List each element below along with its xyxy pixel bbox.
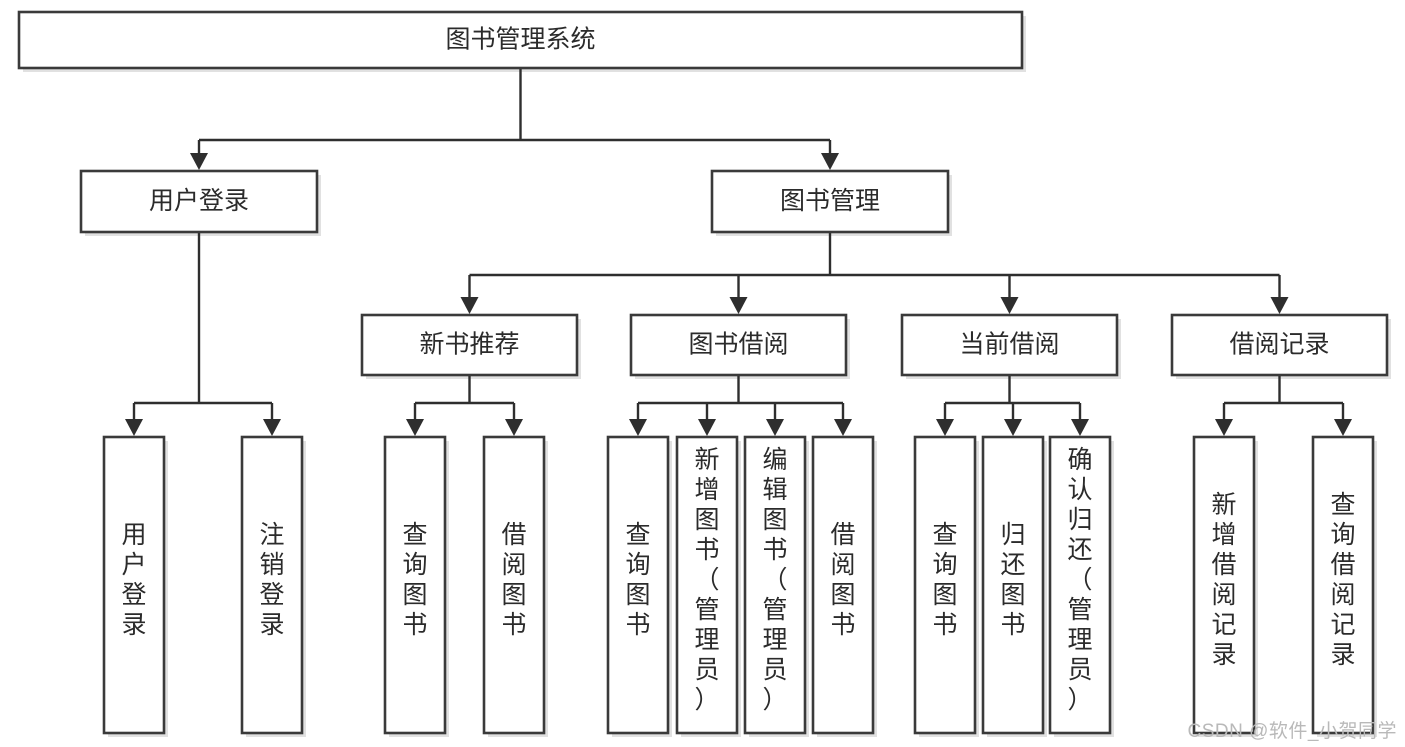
node-box[interactable]: [710, 169, 950, 234]
node-box[interactable]: [102, 435, 166, 735]
node-leaf-query-borrow-record[interactable]: 查询借阅记录: [1311, 435, 1375, 735]
arrow-head-icon: [406, 419, 424, 436]
node-box[interactable]: [1170, 313, 1389, 377]
node-label: 图书管理: [780, 187, 880, 215]
node-leaf-confirm-return[interactable]: 确认归还（管理员）: [1048, 435, 1112, 735]
node-leaf-query-book-3[interactable]: 查询图书: [913, 435, 977, 735]
node-leaf-add-borrow-record[interactable]: 新增借阅记录: [1192, 435, 1256, 735]
node-label: 查询借阅记录: [1330, 491, 1355, 669]
node-leaf-edit-book[interactable]: 编辑图书（管理员）: [743, 435, 807, 735]
node-label: 确认归还（管理员）: [1067, 446, 1092, 714]
node-user-login[interactable]: 用户登录: [79, 169, 319, 234]
node-label: 用户登录: [149, 187, 249, 215]
arrow-head-icon: [263, 419, 281, 436]
node-label: 用户登录: [121, 521, 146, 639]
arrow-head-icon: [729, 297, 748, 314]
node-box[interactable]: [17, 10, 1024, 70]
arrow-head-icon: [936, 419, 954, 436]
node-root[interactable]: 图书管理系统: [17, 10, 1024, 70]
arrow-head-icon: [1000, 297, 1019, 314]
arrow-head-icon: [629, 419, 647, 436]
node-book-borrow[interactable]: 图书借阅: [629, 313, 848, 377]
arrow-head-icon: [505, 419, 523, 436]
node-box[interactable]: [981, 435, 1045, 735]
node-box[interactable]: [811, 435, 875, 735]
arrow-head-icon: [834, 419, 852, 436]
node-label: 图书管理系统: [445, 26, 595, 54]
node-leaf-logout[interactable]: 注销登录: [240, 435, 304, 735]
node-label: 新书推荐: [419, 331, 519, 359]
node-new-book-recommend[interactable]: 新书推荐: [360, 313, 579, 377]
node-layer: 图书管理系统用户登录图书管理新书推荐图书借阅当前借阅借阅记录用户登录注销登录查询…: [17, 10, 1389, 735]
node-leaf-return-book[interactable]: 归还图书: [981, 435, 1045, 735]
arrow-head-icon: [1004, 419, 1022, 436]
node-box[interactable]: [79, 169, 319, 234]
node-leaf-add-book[interactable]: 新增图书（管理员）: [675, 435, 739, 735]
connector-layer: [125, 68, 1352, 436]
node-leaf-query-book-1[interactable]: 查询图书: [383, 435, 447, 735]
node-box[interactable]: [743, 435, 807, 735]
node-box[interactable]: [482, 435, 546, 735]
node-label: 注销登录: [259, 521, 284, 639]
node-leaf-borrow-book-2[interactable]: 借阅图书: [811, 435, 875, 735]
node-leaf-user-login[interactable]: 用户登录: [102, 435, 166, 735]
node-box[interactable]: [606, 435, 670, 735]
node-label: 归还图书: [1000, 521, 1025, 639]
node-box[interactable]: [629, 313, 848, 377]
arrow-head-icon: [698, 419, 716, 436]
node-label: 新增借阅记录: [1211, 491, 1236, 669]
node-borrow-record[interactable]: 借阅记录: [1170, 313, 1389, 377]
node-label: 借阅图书: [501, 521, 526, 639]
node-box[interactable]: [240, 435, 304, 735]
node-label: 编辑图书（管理员）: [762, 446, 787, 714]
arrow-head-icon: [460, 297, 479, 314]
node-label: 当前借阅: [959, 331, 1059, 359]
arrow-head-icon: [190, 153, 208, 170]
node-leaf-borrow-book-1[interactable]: 借阅图书: [482, 435, 546, 735]
node-label: 新增图书（管理员）: [694, 446, 719, 714]
node-leaf-query-book-2[interactable]: 查询图书: [606, 435, 670, 735]
node-box[interactable]: [383, 435, 447, 735]
arrow-head-icon: [1334, 419, 1352, 436]
arrow-head-icon: [1071, 419, 1089, 436]
arrow-head-icon: [821, 153, 839, 170]
node-box[interactable]: [900, 313, 1119, 377]
node-box[interactable]: [1048, 435, 1112, 735]
node-label: 借阅图书: [830, 521, 855, 639]
arrow-head-icon: [766, 419, 784, 436]
arrow-head-icon: [1215, 419, 1233, 436]
node-current-borrow[interactable]: 当前借阅: [900, 313, 1119, 377]
node-box[interactable]: [913, 435, 977, 735]
arrow-head-icon: [1270, 297, 1289, 314]
node-box[interactable]: [360, 313, 579, 377]
node-label: 图书借阅: [688, 331, 788, 359]
node-box[interactable]: [1311, 435, 1375, 735]
node-box[interactable]: [675, 435, 739, 735]
node-label: 借阅记录: [1229, 331, 1329, 359]
arrow-head-icon: [125, 419, 143, 436]
node-label: 查询图书: [402, 521, 427, 639]
node-book-manage[interactable]: 图书管理: [710, 169, 950, 234]
csdn-watermark: CSDN @软件_小贺同学: [1187, 721, 1397, 742]
node-label: 查询图书: [625, 521, 650, 639]
node-box[interactable]: [1192, 435, 1256, 735]
node-label: 查询图书: [932, 521, 957, 639]
